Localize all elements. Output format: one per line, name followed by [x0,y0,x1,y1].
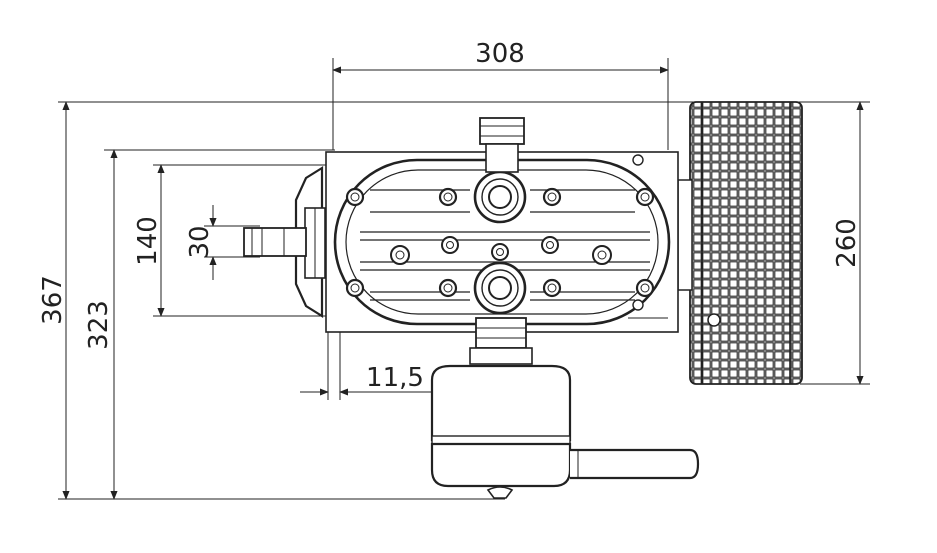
dim-label-308: 308 [475,39,525,69]
fan-grille [677,101,803,385]
dim-label-11-5: 11,5 [366,363,424,393]
dimension-323: 323 [84,149,335,500]
motor-flange-shaft [243,166,326,318]
dimension-308: 308 [332,39,669,150]
dim-label-140: 140 [133,216,163,266]
dimension-140: 140 [133,164,330,317]
dim-label-323: 323 [84,300,114,350]
dimension-11-5: 11,5 [300,318,440,400]
dimension-30: 30 [185,205,260,280]
dim-label-367: 367 [38,275,68,325]
dim-label-30: 30 [185,225,215,258]
dimension-260: 260 [800,101,870,385]
compressor-body [325,117,679,333]
dim-label-260: 260 [832,218,862,268]
bottom-housing [430,317,700,499]
